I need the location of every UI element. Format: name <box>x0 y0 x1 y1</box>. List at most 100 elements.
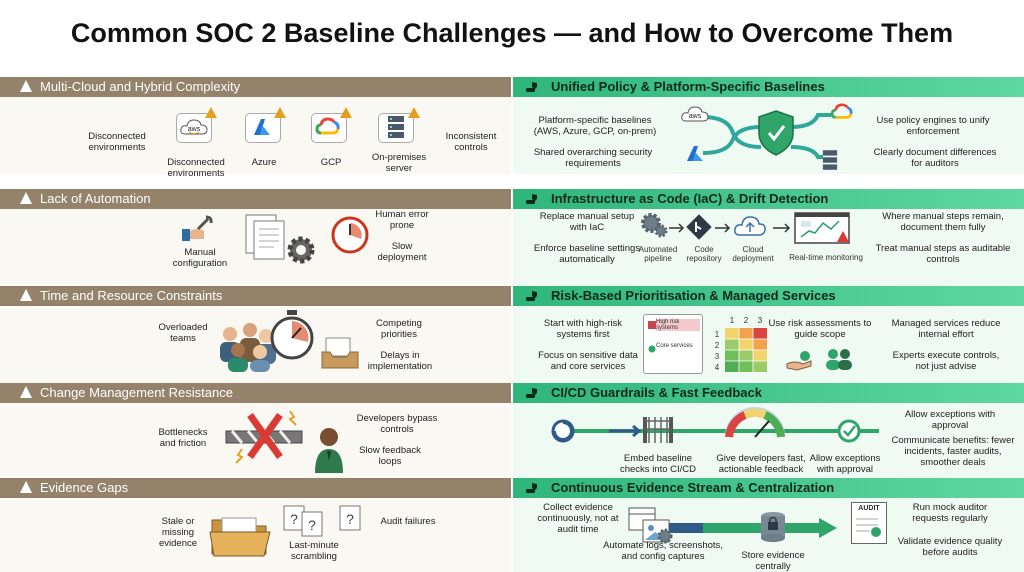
solution-title: Unified Policy & Platform-Specific Basel… <box>551 79 825 94</box>
gear-icon <box>287 236 315 264</box>
label-collect-continuously: Collect evidence continuously, not at au… <box>537 502 619 535</box>
label-azure: Azure <box>251 157 277 168</box>
label-automate-logs: Automate logs, screenshots, and config c… <box>603 540 723 562</box>
label-competing-priorities: Competing priorities <box>376 318 422 340</box>
label-disconnected-left: Disconnected environments <box>88 131 146 153</box>
label-exceptions-approval-left: Allow exceptions with approval <box>809 453 881 475</box>
matrix-row-2: 2 <box>714 341 720 350</box>
matrix-row-4: 4 <box>714 363 720 372</box>
solution-title: Infrastructure as Code (IaC) & Drift Det… <box>551 191 829 206</box>
warning-icon <box>205 107 217 118</box>
hand-shield-icon <box>526 388 537 398</box>
hand-shield-icon <box>526 194 537 204</box>
developer-icon <box>315 428 343 473</box>
solution-body: Embed baseline checks into CI/CD Give de… <box>513 403 1024 480</box>
risk-card: High risk systems Core services <box>643 314 703 374</box>
label-audit-failures: Audit failures <box>380 516 436 527</box>
evidence-stream-diagram <box>628 507 837 544</box>
challenge-title: Lack of Automation <box>40 191 151 206</box>
label-on-prem: On-premises server <box>371 152 427 174</box>
label-document-differences: Clearly document differences for auditor… <box>873 147 997 169</box>
label-replace-manual: Replace manual setup with IaC <box>539 211 635 233</box>
solution-header: Unified Policy & Platform-Specific Basel… <box>513 77 1024 97</box>
label-shared-requirements: Shared overarching security requirements <box>533 147 653 169</box>
aws-cloud-icon: aws <box>180 119 208 135</box>
solution-header: CI/CD Guardrails & Fast Feedback <box>513 383 1024 403</box>
label-risk-assessments: Use risk assessments to guide scope <box>768 318 872 340</box>
aws-text: aws <box>188 126 201 133</box>
row-time-resources: Time and Resource Constraints Risk-Based… <box>0 286 1024 383</box>
challenge-body: Disconnected environments Disconnected e… <box>0 97 511 179</box>
warning-icon <box>20 80 32 92</box>
warning-icon <box>274 107 286 118</box>
solution-body: Replace manual setup with IaC Enforce ba… <box>513 209 1024 286</box>
solution-header: Infrastructure as Code (IaC) & Drift Det… <box>513 189 1024 209</box>
challenge-header: Multi-Cloud and Hybrid Complexity <box>0 77 511 97</box>
clock-icon <box>331 216 369 254</box>
card-core-services: Core services <box>656 343 693 349</box>
matrix-col-3: 3 <box>757 316 763 325</box>
challenge-title: Multi-Cloud and Hybrid Complexity <box>40 79 241 94</box>
core-services-icon <box>648 345 656 353</box>
label-experts-execute: Experts execute controls, not just advis… <box>892 350 1000 372</box>
audit-report-icon: AUDIT <box>851 502 887 544</box>
challenge-body: Bottlenecks and friction Developers bypa… <box>0 403 511 480</box>
solution-body: Start with high-risk systems first Focus… <box>513 306 1024 383</box>
svg-text:?: ? <box>346 511 354 527</box>
label-high-risk-first: Start with high-risk systems first <box>543 318 623 340</box>
label-cloud-deployment: Cloud deployment <box>732 245 774 263</box>
challenge-header: Evidence Gaps <box>0 478 511 498</box>
label-mock-auditor: Run mock auditor requests regularly <box>912 502 988 524</box>
label-stale-evidence: Stale or missing evidence <box>158 516 198 549</box>
label-automated-pipeline: Automated pipeline <box>638 245 678 263</box>
gcp-icon <box>830 103 853 119</box>
audit-lines-icon <box>856 518 881 537</box>
warning-icon <box>20 192 32 204</box>
team-icon <box>220 323 276 372</box>
warning-icon <box>20 289 32 301</box>
svg-text:?: ? <box>290 511 298 527</box>
label-overloaded-teams: Overloaded teams <box>158 322 208 344</box>
gcp-icon <box>315 117 340 135</box>
hand-shield-icon <box>526 291 537 301</box>
stopwatch-icon <box>270 310 314 360</box>
folder-icon <box>209 517 271 557</box>
hand-shield-icon <box>526 483 537 493</box>
label-platform-baselines: Platform-specific baselines (AWS, Azure,… <box>533 115 657 137</box>
solution-title: Risk-Based Prioritisation & Managed Serv… <box>551 288 836 303</box>
label-manual-steps-document: Where manual steps remain, document them… <box>882 211 1004 233</box>
matrix-grid <box>725 328 767 372</box>
label-manual-config: Manual configuration <box>172 247 228 269</box>
solution-header: Risk-Based Prioritisation & Managed Serv… <box>513 286 1024 306</box>
card-high-risk: High risk systems <box>656 319 700 331</box>
label-validate-quality: Validate evidence quality before audits <box>897 536 1003 558</box>
challenge-header: Time and Resource Constraints <box>0 286 511 306</box>
matrix-row-3: 3 <box>714 352 720 361</box>
solution-body: Collect evidence continuously, not at au… <box>513 498 1024 572</box>
server-icon <box>822 150 838 170</box>
high-risk-icon <box>648 321 656 329</box>
repository-icon <box>686 214 712 240</box>
challenge-body: Overloaded teams Competing priorities De… <box>0 306 511 383</box>
challenge-header: Lack of Automation <box>0 189 511 209</box>
label-managed-services: Managed services reduce internal effort <box>891 318 1001 340</box>
row-multi-cloud: Multi-Cloud and Hybrid Complexity Unifie… <box>0 77 1024 179</box>
challenge-body: Stale or missing evidence ??? Last-minut… <box>0 498 511 572</box>
warning-icon <box>340 107 352 118</box>
azure-icon <box>687 146 703 161</box>
page-title: Common SOC 2 Baseline Challenges — and H… <box>70 18 954 48</box>
challenge-title: Change Management Resistance <box>40 385 233 400</box>
label-communicate-benefits: Communicate benefits: fewer incidents, f… <box>891 435 1015 468</box>
solution-body: Platform-specific baselines (AWS, Azure,… <box>513 97 1024 174</box>
policy-network-diagram <box>702 110 831 159</box>
solution-title: Continuous Evidence Stream & Centralizat… <box>551 480 835 495</box>
label-real-time-monitoring: Real-time monitoring <box>789 253 863 262</box>
hand-shield-icon <box>526 82 537 92</box>
solution-header: Continuous Evidence Stream & Centralizat… <box>513 478 1024 498</box>
label-human-error: Human error prone <box>375 209 429 231</box>
label-gcp: GCP <box>320 157 342 168</box>
label-slow-deployment: Slow deployment <box>377 241 427 263</box>
solution-title: CI/CD Guardrails & Fast Feedback <box>551 385 762 400</box>
wrench-hand-icon <box>182 215 213 241</box>
pipeline-gear-icon <box>641 213 668 238</box>
